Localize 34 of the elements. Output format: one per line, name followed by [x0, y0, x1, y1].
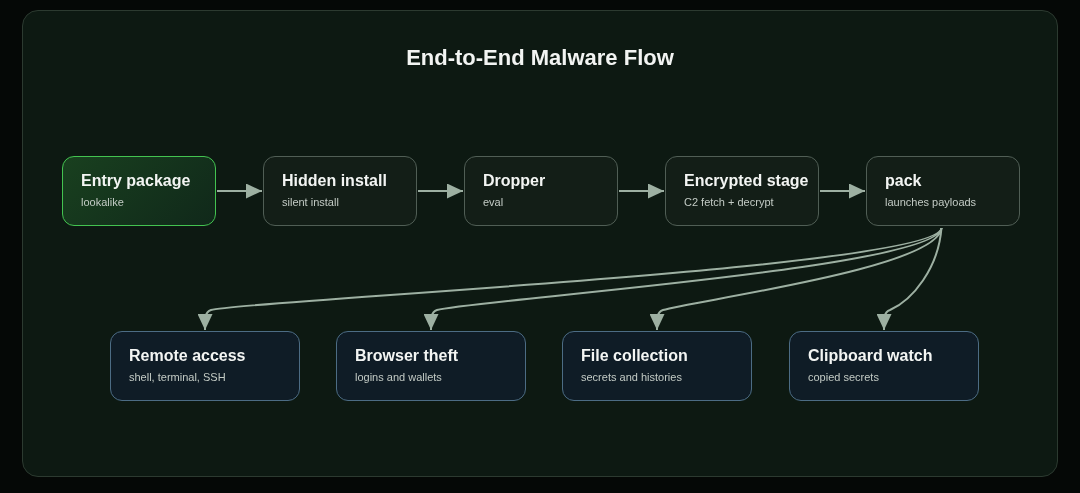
box-heading: Entry package: [81, 171, 191, 191]
payload-box: [789, 331, 979, 401]
box-subtitle: launches payloads: [885, 195, 977, 209]
box-heading: Hidden install: [282, 171, 387, 191]
arrow: [618, 183, 665, 199]
box-subtitle: silent install: [282, 195, 339, 209]
process-box: [62, 156, 216, 226]
payload-box: [110, 331, 300, 401]
box-subtitle: lookalike: [81, 195, 124, 209]
box-subtitle: logins and wallets: [355, 370, 442, 384]
process-box: [866, 156, 1020, 226]
process-box: [263, 156, 417, 226]
box-heading: Remote access: [129, 346, 246, 366]
box-heading: Browser theft: [355, 346, 459, 366]
payload-box: [562, 331, 752, 401]
box-subtitle: eval: [483, 195, 504, 209]
payload-box: [336, 331, 526, 401]
process-box: [665, 156, 819, 226]
arrow: [417, 183, 464, 199]
box-heading: Clipboard watch: [808, 346, 933, 366]
box-subtitle: C2 fetch + decrypt: [684, 195, 774, 209]
arrow: [876, 227, 943, 331]
box-heading: Dropper: [483, 171, 546, 191]
box-heading: File collection: [581, 346, 688, 366]
box-subtitle: shell, terminal, SSH: [129, 370, 226, 384]
arrow: [216, 183, 263, 199]
box-heading: Encrypted stage: [684, 171, 809, 191]
arrow: [819, 183, 866, 199]
process-box: [464, 156, 618, 226]
box-heading: pack: [885, 171, 922, 191]
box-subtitle: copied secrets: [808, 370, 879, 384]
arrow: [423, 227, 943, 331]
box-subtitle: secrets and histories: [581, 370, 682, 384]
diagram-title: End-to-End Malware Flow: [405, 44, 675, 72]
